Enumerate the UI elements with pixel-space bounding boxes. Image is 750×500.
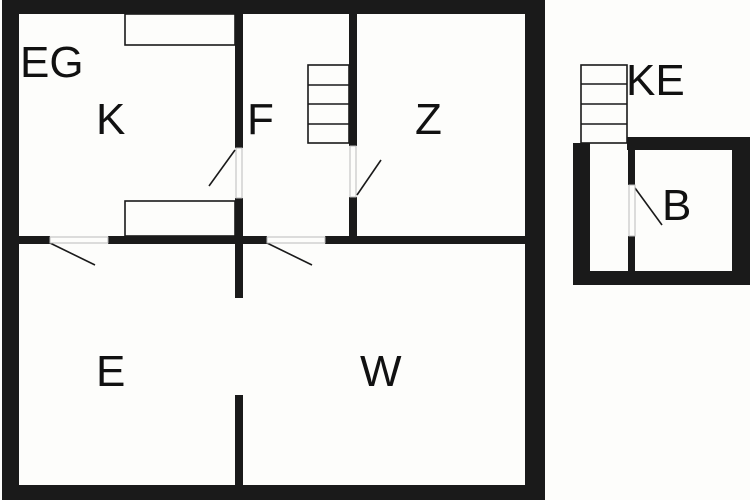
wall-mid-3 — [325, 236, 527, 244]
counter-top — [124, 13, 236, 46]
floor-label: EG — [20, 38, 84, 87]
outer-wall-left — [2, 0, 19, 500]
door-swing-w — [266, 242, 313, 266]
wall-k-f-lower — [235, 198, 243, 298]
room-label-k: K — [96, 95, 125, 144]
door-openings — [49, 145, 636, 244]
fixtures — [49, 13, 663, 266]
door-swing-b — [634, 187, 663, 226]
room-label-b: B — [662, 181, 691, 230]
wall-k-f-upper — [235, 0, 243, 148]
door-swing-e — [49, 242, 96, 266]
door-swing-k — [208, 149, 236, 187]
stairs-basement-icon — [580, 64, 628, 144]
wall-e-w — [235, 395, 243, 490]
room-label-e: E — [96, 347, 125, 396]
wall-mid-2 — [108, 236, 267, 244]
annex-wall-top — [627, 137, 750, 150]
door-swing-z — [356, 159, 382, 196]
wall-f-z-upper — [349, 0, 357, 146]
room-label-w: W — [360, 347, 402, 396]
outer-wall-top — [2, 0, 545, 14]
counter-bottom — [124, 200, 236, 237]
wall-mid-1 — [18, 236, 50, 244]
stairs-hallway-icon — [307, 64, 350, 144]
wall-f-z-lower — [349, 197, 357, 242]
annex-wall-right — [732, 137, 750, 285]
outer-wall-right — [525, 0, 545, 500]
annex-wall-inner-upper — [628, 137, 635, 185]
annex-wall-inner-lower — [628, 236, 635, 276]
annex-wall-bottom — [573, 271, 750, 285]
room-label-ke: KE — [626, 56, 685, 105]
outer-wall-bottom — [2, 485, 545, 500]
room-label-z: Z — [415, 95, 442, 144]
room-label-f: F — [247, 95, 274, 144]
annex-wall-left — [573, 143, 590, 285]
